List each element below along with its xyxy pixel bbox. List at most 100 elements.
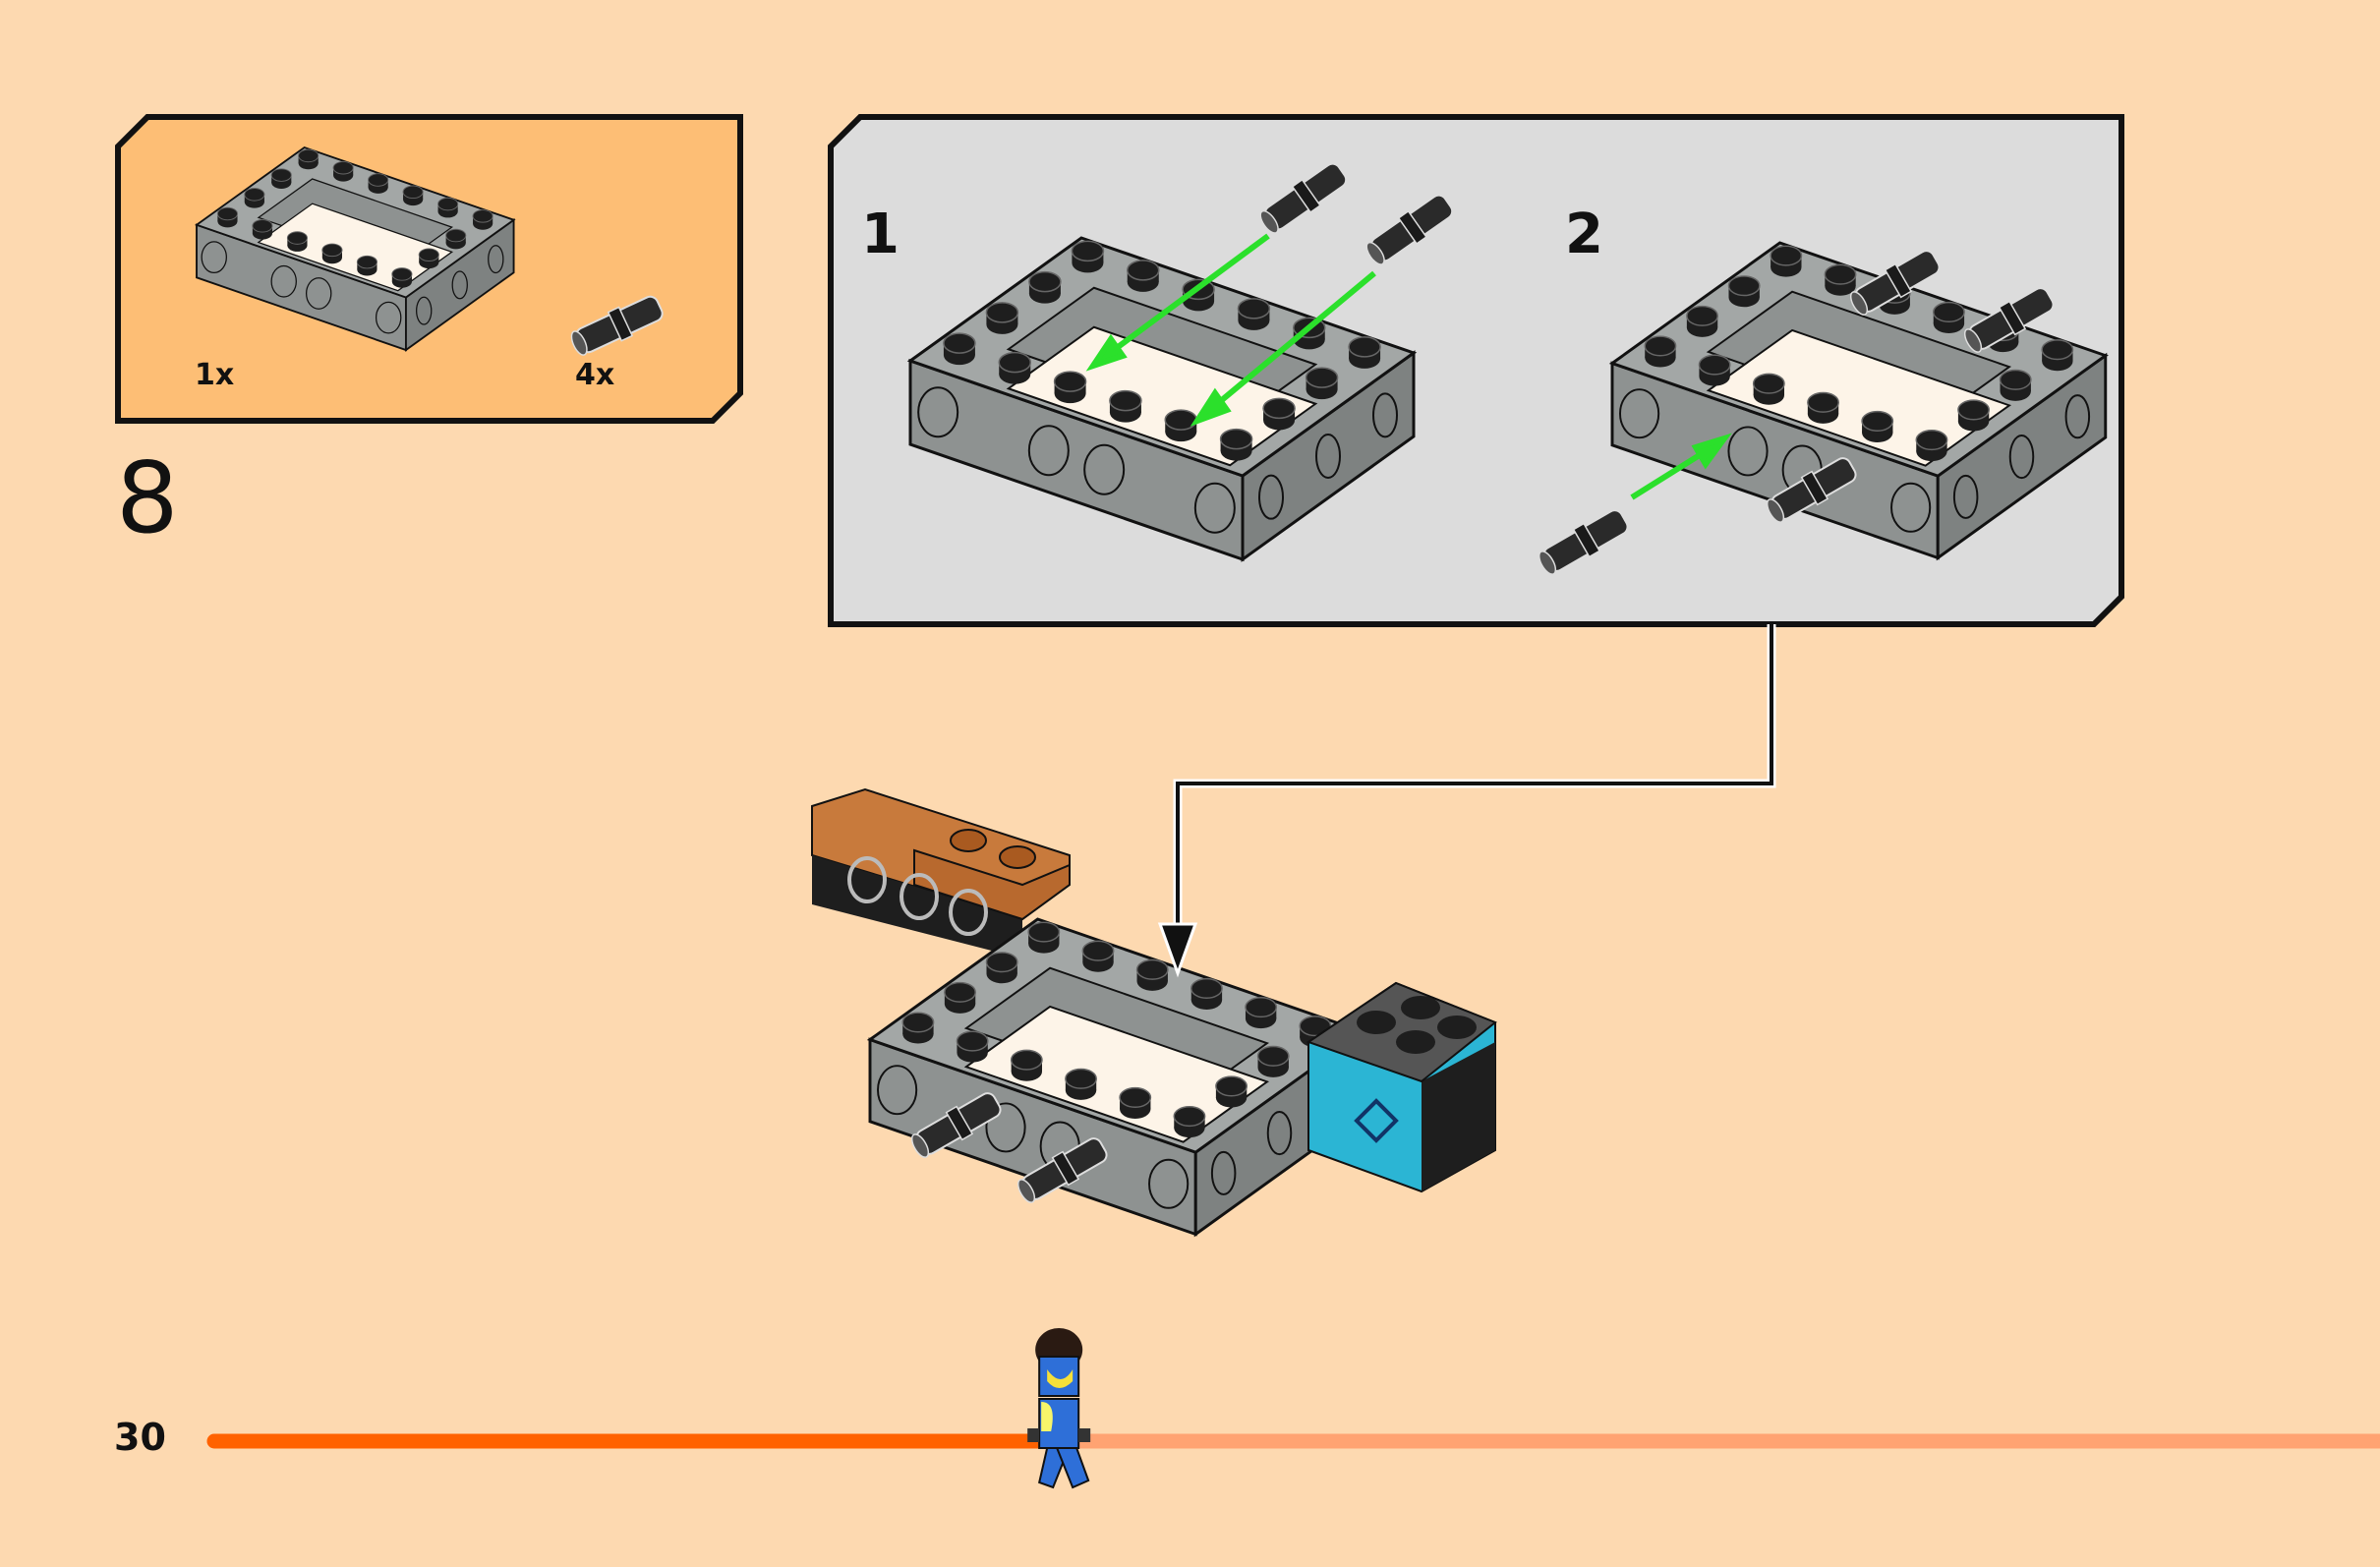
stud-top xyxy=(1348,336,1381,358)
stud-top xyxy=(332,160,354,175)
stud-top xyxy=(391,267,413,281)
frame-brick-part xyxy=(194,145,516,352)
pin-end xyxy=(1766,498,1785,523)
stud-top xyxy=(1305,367,1339,388)
brown-black-assembly xyxy=(811,787,1071,958)
stud-top xyxy=(998,351,1031,374)
stud-top xyxy=(368,173,389,187)
page-number: 30 xyxy=(114,1416,166,1459)
stud-top xyxy=(1698,354,1731,376)
azure-tile-block xyxy=(1306,981,1497,1193)
pin-end xyxy=(570,330,588,356)
stud-top xyxy=(1119,1086,1152,1108)
brick-hole xyxy=(375,301,402,334)
stud-top xyxy=(1644,335,1677,357)
brick-hole xyxy=(1372,392,1398,438)
stud-top xyxy=(437,197,459,211)
pin-collar xyxy=(945,1105,974,1141)
frame-brick-substep-1 xyxy=(906,236,1418,562)
frame-brick-assembly xyxy=(866,917,1366,1238)
stud-top xyxy=(901,1012,935,1033)
pin xyxy=(1016,1137,1108,1203)
pin xyxy=(570,295,664,356)
substep-label-2: 2 xyxy=(1565,203,1603,266)
insertion-arrows xyxy=(1085,233,1732,500)
stud-top xyxy=(1807,391,1839,413)
pin-collar xyxy=(1884,262,1913,299)
pin-collar xyxy=(1800,470,1829,506)
stud-top xyxy=(1245,997,1278,1018)
brick-hole xyxy=(1952,474,1979,519)
stud-top xyxy=(1081,940,1115,961)
brick-hole xyxy=(1727,426,1769,477)
stud-top xyxy=(1861,410,1894,432)
brick-hole xyxy=(1210,1150,1237,1195)
stud-top xyxy=(2041,339,2074,361)
stud-top xyxy=(1109,389,1142,412)
pin-collar xyxy=(1051,1150,1080,1187)
brick-hole xyxy=(1619,388,1660,439)
brick-hole xyxy=(1027,425,1070,477)
stud-top xyxy=(1770,245,1803,266)
stud-top xyxy=(1164,409,1197,431)
pin xyxy=(1365,194,1454,265)
pin xyxy=(1538,509,1629,575)
substep-label-1: 1 xyxy=(861,203,900,266)
stud-top xyxy=(298,148,319,163)
stud-top xyxy=(418,248,439,261)
stud-top xyxy=(1010,1049,1043,1071)
pins xyxy=(910,162,2055,1203)
brick-hole xyxy=(985,1102,1026,1153)
stud-top xyxy=(1957,399,1990,421)
stud-top xyxy=(1237,298,1271,319)
brick-hole xyxy=(488,245,504,274)
stud-top xyxy=(402,185,424,200)
brick-hole xyxy=(1258,474,1284,520)
pin-collar xyxy=(607,306,634,342)
stud-top xyxy=(944,981,976,1003)
stud-top xyxy=(356,255,377,269)
stud-top xyxy=(1727,275,1761,297)
brick-hole xyxy=(1148,1158,1190,1209)
stud-top xyxy=(1028,270,1062,293)
part-quantity-frame: 1x xyxy=(195,358,235,392)
pin-collar xyxy=(1291,178,1321,214)
stud-top xyxy=(321,243,343,258)
stud-top xyxy=(1065,1068,1097,1089)
brick-hole xyxy=(877,1065,918,1116)
pin-end xyxy=(1259,209,1279,234)
stud-top xyxy=(1027,921,1061,943)
brick-hole xyxy=(2008,435,2035,480)
pin-end xyxy=(1849,291,1869,316)
stud-top xyxy=(1071,240,1105,262)
stud-top xyxy=(956,1030,989,1052)
stud-top xyxy=(985,952,1018,973)
minifigure-icon xyxy=(1027,1328,1091,1489)
pin-end xyxy=(1963,328,1983,353)
stud-top xyxy=(244,188,265,202)
brick-hole xyxy=(1193,482,1236,534)
pin-collar xyxy=(1397,209,1427,246)
brick-hole xyxy=(1890,482,1932,533)
stud-top xyxy=(445,228,467,243)
stud-top xyxy=(216,206,239,221)
pin xyxy=(910,1092,1002,1158)
part-quantity-pin: 4x xyxy=(575,358,615,392)
stud-top xyxy=(1256,1045,1290,1067)
brick-hole xyxy=(1315,434,1341,479)
arrow-down-icon xyxy=(1157,922,1198,978)
stud-top xyxy=(1915,429,1948,451)
stud-top xyxy=(1135,958,1169,980)
brick-hole xyxy=(917,386,959,438)
stud-top xyxy=(1127,260,1160,281)
pin xyxy=(1963,287,2055,353)
pin-collar xyxy=(1998,300,2027,336)
frame-brick-substep-2 xyxy=(1608,241,2109,561)
stud-top xyxy=(1215,1075,1248,1097)
stud-top xyxy=(1933,301,1965,322)
brick-hole xyxy=(451,270,468,300)
stud-top xyxy=(943,332,976,354)
brick-hole xyxy=(270,264,297,298)
stud-top xyxy=(1752,373,1785,394)
